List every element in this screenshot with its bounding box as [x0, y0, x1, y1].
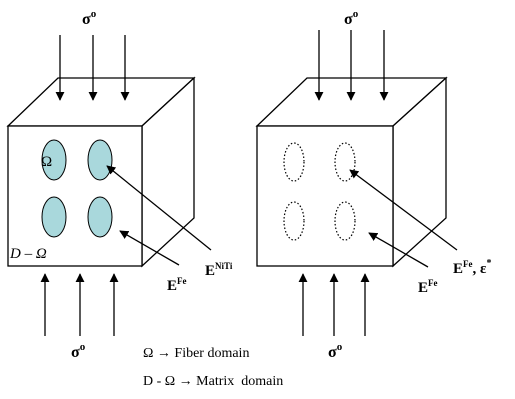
fiber-ellipse [41, 139, 67, 181]
pointer-arrow [106, 165, 212, 251]
void-ellipse [334, 201, 356, 241]
right-cube [255, 76, 448, 268]
sigma-label-bottom-right: σo [328, 341, 343, 361]
fiber-ellipse [41, 196, 67, 238]
e-fe-label-left: EFe [167, 276, 187, 294]
fiber-ellipse [87, 196, 113, 238]
left-cube [6, 76, 196, 268]
pointer-arrow [349, 169, 458, 251]
fiber-ellipse [87, 139, 113, 181]
e-niti-label: ENiTi [205, 261, 233, 279]
void-ellipse [283, 142, 305, 182]
void-ellipse [334, 142, 356, 182]
sigma-label-top-left: σo [82, 8, 97, 28]
matrix-domain-label: D – Ω [9, 246, 47, 262]
pointer-arrow [119, 230, 180, 266]
e-fe-epsilon-label: EFe, ε* [453, 258, 491, 277]
left-cube-front-face [7, 125, 143, 267]
legend-matrix-domain: D - Ω → Matrix domain [143, 374, 283, 389]
right-cube-front-face [256, 125, 394, 267]
sigma-label-top-right: σo [344, 8, 359, 28]
legend-fiber-domain: Ω → Fiber domain [143, 346, 249, 361]
sigma-label-bottom-left: σo [71, 341, 86, 361]
e-fe-label-right: EFe [418, 278, 438, 296]
omega-label: Ω [41, 154, 52, 170]
pointer-arrow [368, 232, 429, 268]
void-ellipse [283, 201, 305, 241]
